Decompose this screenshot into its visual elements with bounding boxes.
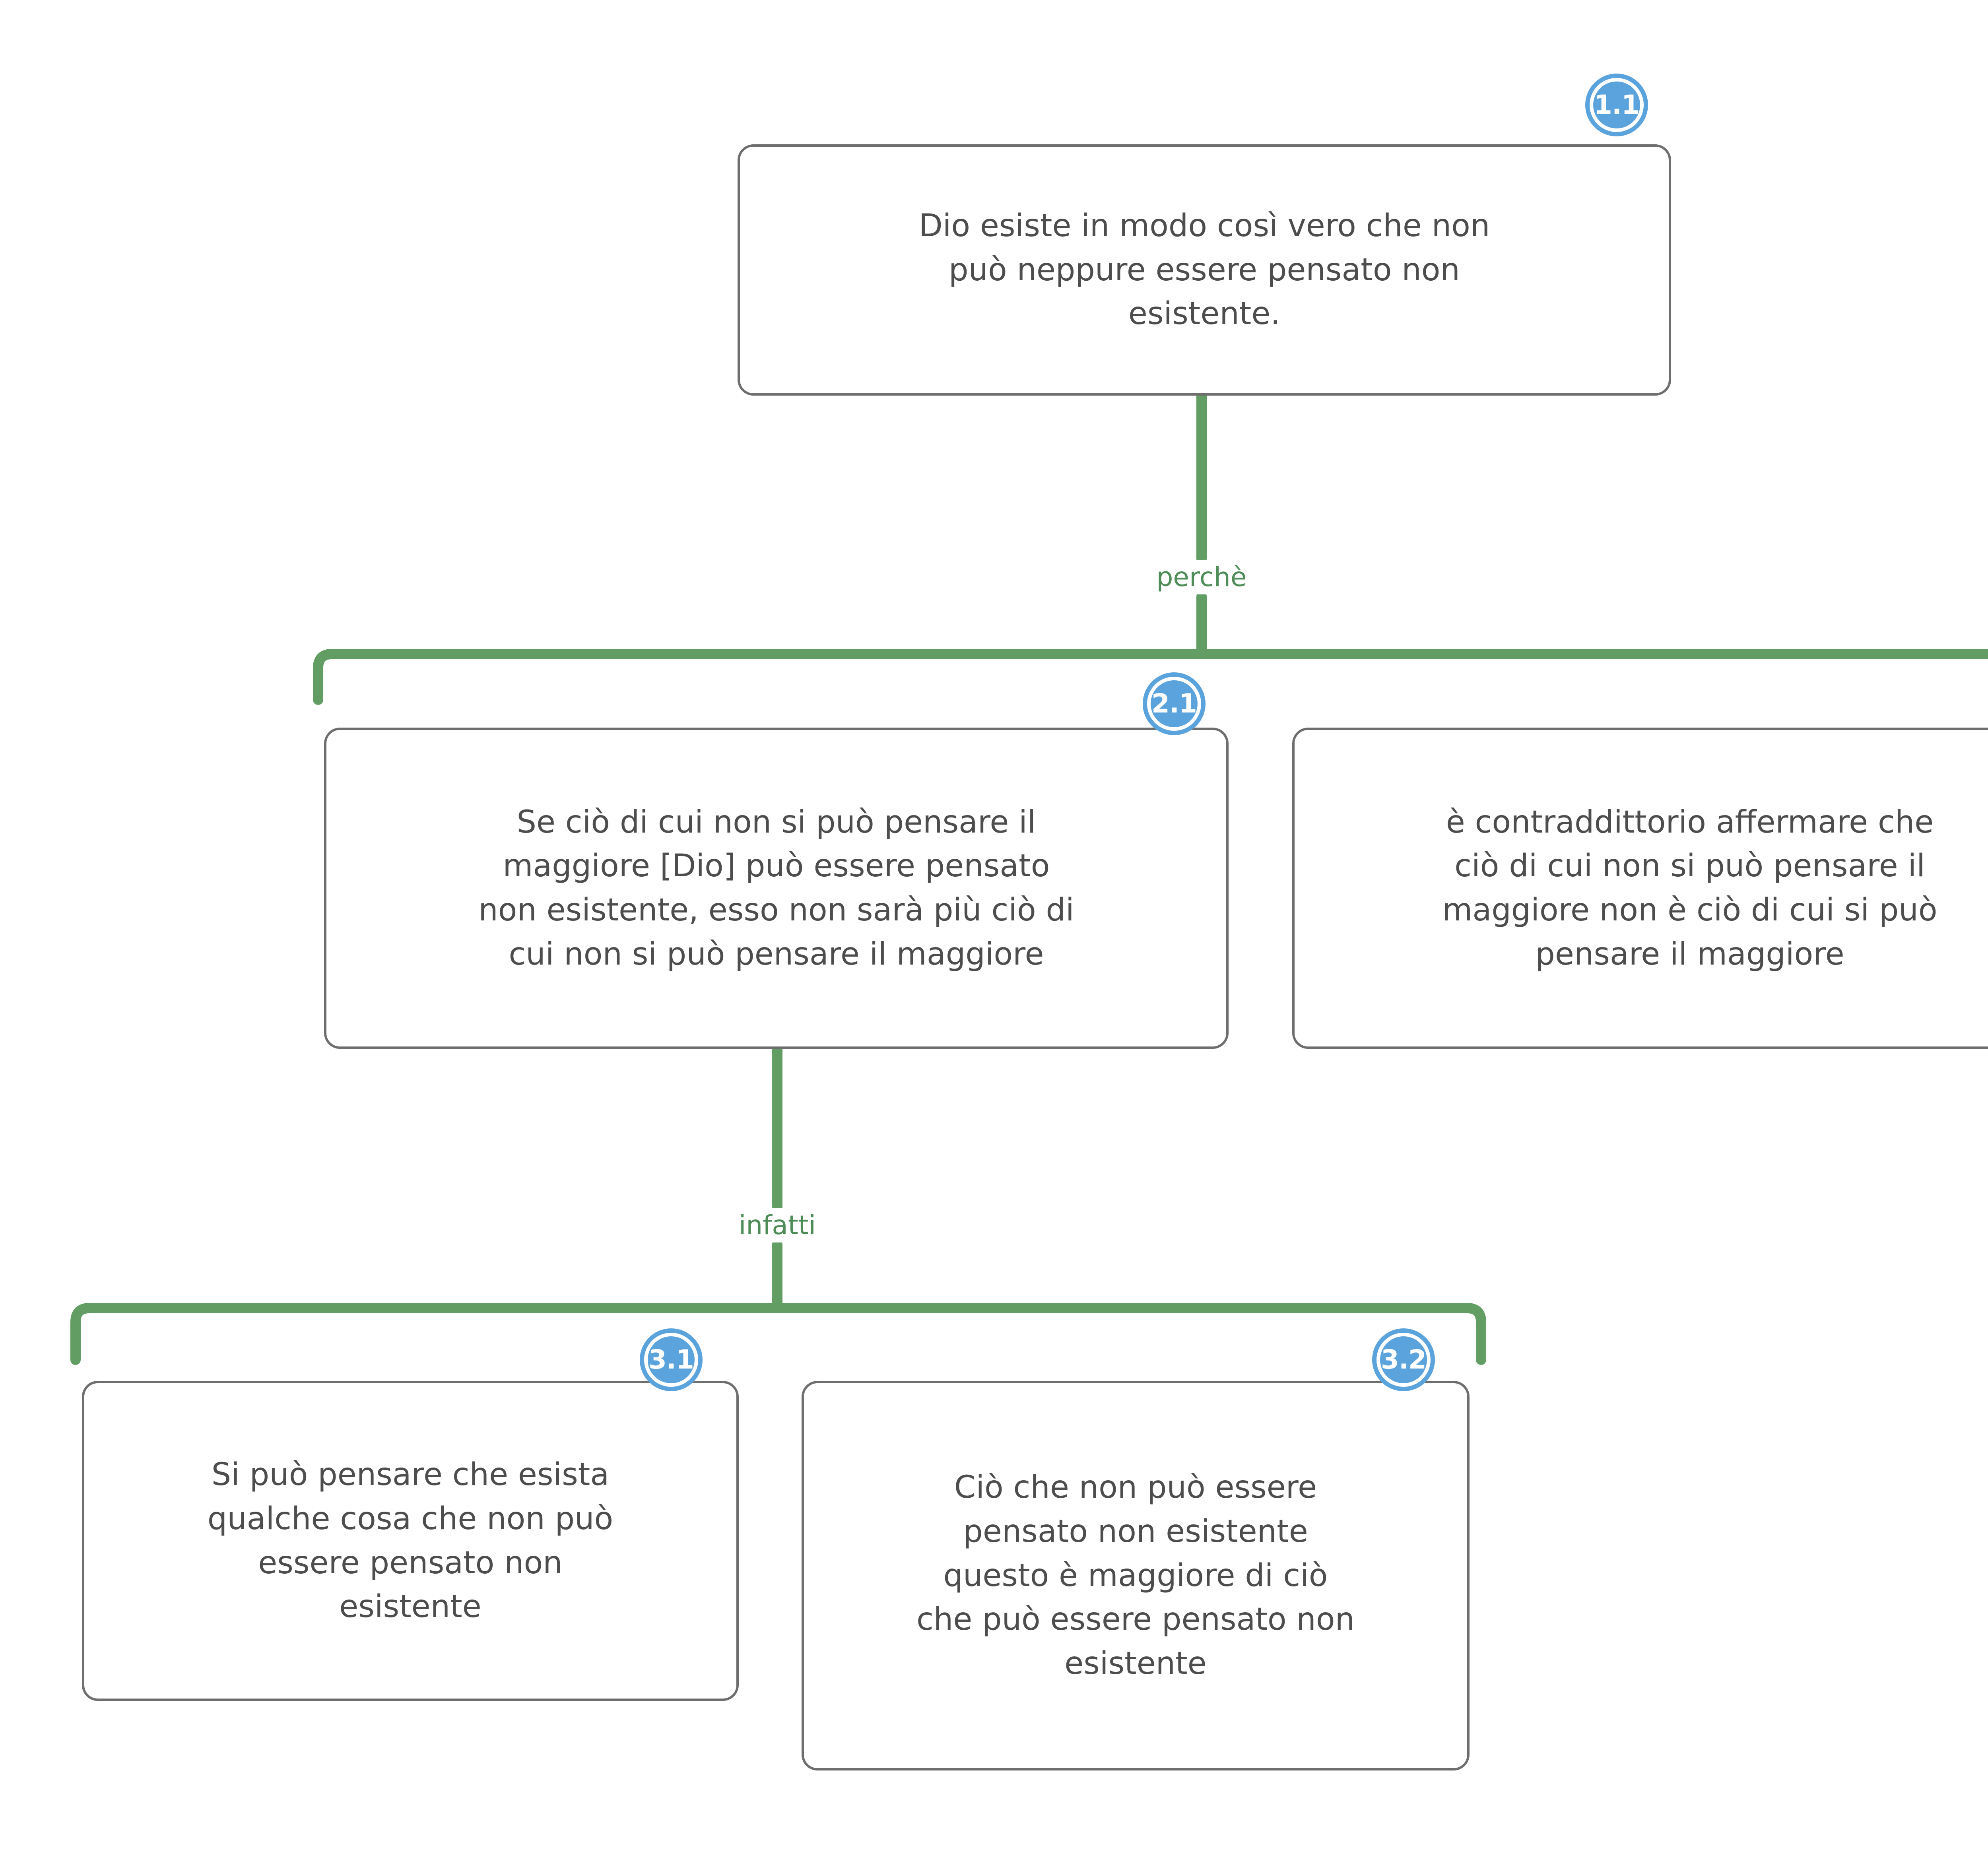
node-2-2[interactable]: è contraddittorio affermare che ciò di c… (1292, 728, 1988, 1049)
node-2-1-badge[interactable]: 2.1 (1147, 677, 1201, 731)
node-1-1-text: Dio esiste in modo così vero che non può… (918, 208, 1490, 332)
node-2-1[interactable]: Se ciò di cui non si può pensare il magg… (324, 728, 1229, 1049)
connector-bracket-level2 (313, 649, 1988, 705)
node-2-1-text: Se ciò di cui non si può pensare il magg… (478, 804, 1074, 972)
node-1-1[interactable]: Dio esiste in modo così vero che non può… (738, 144, 1671, 396)
node-3-1-badge[interactable]: 3.1 (644, 1333, 698, 1387)
node-2-2-text: è contraddittorio affermare che ciò di c… (1442, 804, 1938, 972)
edge-label-infatti: infatti (728, 1208, 826, 1242)
node-3-1-text: Si può pensare che esista qualche cosa c… (207, 1457, 613, 1625)
node-3-2-badge[interactable]: 3.2 (1376, 1333, 1431, 1387)
node-3-2[interactable]: Ciò che non può essere pensato non esist… (802, 1381, 1470, 1770)
connector-bracket-level3 (70, 1303, 1486, 1365)
node-3-1[interactable]: Si può pensare che esista qualche cosa c… (82, 1381, 739, 1701)
node-3-2-text: Ciò che non può essere pensato non esist… (916, 1470, 1355, 1682)
node-1-1-badge[interactable]: 1.1 (1590, 78, 1644, 132)
edge-label-perche: perchè (1146, 560, 1257, 594)
